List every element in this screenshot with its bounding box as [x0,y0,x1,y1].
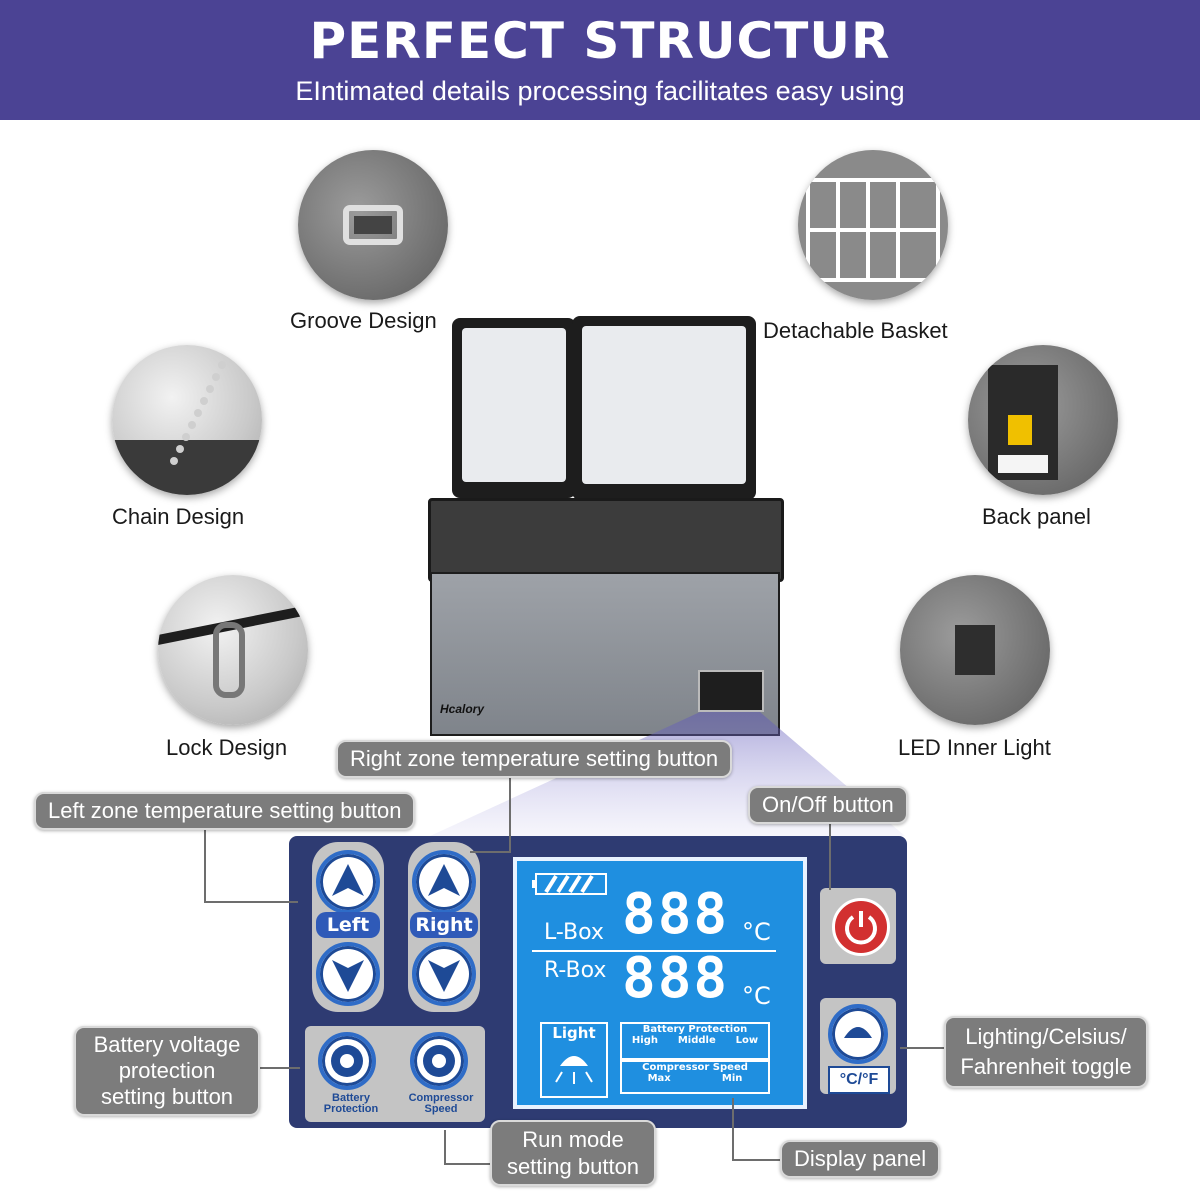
callout-left-zone: Left zone temperature setting button [34,792,416,830]
callout-run-mode: Run mode setting button [490,1120,656,1186]
power-button[interactable] [832,898,890,956]
battery-option-high: High [631,1035,658,1046]
lamp-icon [555,1056,593,1084]
back-panel-image [968,345,1118,495]
battery-protection-box: Battery Protection High Middle Low [620,1022,770,1060]
right-lid [572,316,756,500]
rbox-value: 888 [622,946,730,1011]
rbox-label: R-Box [544,958,607,983]
led-light-icon [955,625,995,675]
brand-logo: Hcalory [440,702,485,716]
right-tag: Right [410,912,478,938]
gear-icon [423,1045,455,1077]
battery-protection-label: Battery Protection [323,1092,379,1115]
detachable-basket-label: Detachable Basket [763,318,948,343]
light-toggle-button[interactable] [828,1004,888,1064]
battery-icon [532,873,607,895]
callout-lighting: Lighting/Celsius/ Fahrenheit toggle [944,1016,1148,1088]
arrow-down-icon [332,960,364,992]
handle-icon [343,205,403,245]
compressor-option-max: Max [647,1073,671,1084]
temp-unit-toggle[interactable]: °C/°F [828,1066,890,1094]
lbox-unit: °C [742,918,771,946]
lock-design-label: Lock Design [166,735,288,760]
arrow-up-icon [332,864,364,896]
light-indicator: Light [540,1022,608,1098]
back-panel-icon [988,365,1058,480]
back-panel-label: Back panel [982,504,1091,529]
left-down-button[interactable] [316,942,380,1006]
led-inner-light-label: LED Inner Light [898,735,1051,760]
compressor-speed-title: Compressor Speed [642,1062,748,1073]
lbox-value: 888 [622,882,730,947]
lock-icon [158,605,308,698]
light-label: Light [552,1024,596,1042]
arrow-up-icon [428,864,460,896]
battery-protection-button[interactable] [318,1032,376,1090]
chain-design-label: Chain Design [112,504,245,529]
lamp-icon [844,1027,872,1038]
callout-battery: Battery voltage protection setting butto… [74,1026,260,1116]
battery-protection-title: Battery Protection [642,1024,748,1035]
rbox-unit: °C [742,982,771,1010]
compressor-speed-box: Compressor Speed Max Min [620,1060,770,1094]
led-inner-light-image [900,575,1050,725]
groove-design-label: Groove Design [290,308,437,333]
power-icon [845,911,877,945]
lcd-display [513,857,807,1109]
left-tag: Left [316,912,380,938]
header-banner [0,0,1200,120]
compressor-speed-label: Compressor Speed [408,1092,474,1115]
callout-display: Display panel [780,1140,941,1178]
lock-design-image [158,575,308,725]
right-down-button[interactable] [412,942,476,1006]
page-subtitle: EIntimated details processing facilitate… [295,76,905,106]
groove-design-image [298,150,448,300]
lcd-divider [532,950,776,952]
callout-onoff: On/Off button [748,786,908,824]
compressor-speed-button[interactable] [410,1032,468,1090]
fridge-display [698,670,764,712]
page-title: PERFECT STRUCTUR [309,12,891,70]
left-lid [452,318,576,498]
compressor-option-min: Min [721,1073,743,1084]
battery-option-middle: Middle [677,1035,716,1046]
arrow-down-icon [428,960,460,992]
gear-icon [331,1045,363,1077]
callout-right-zone: Right zone temperature setting button [336,740,733,778]
battery-option-low: Low [735,1035,759,1046]
lbox-label: L-Box [544,920,604,945]
